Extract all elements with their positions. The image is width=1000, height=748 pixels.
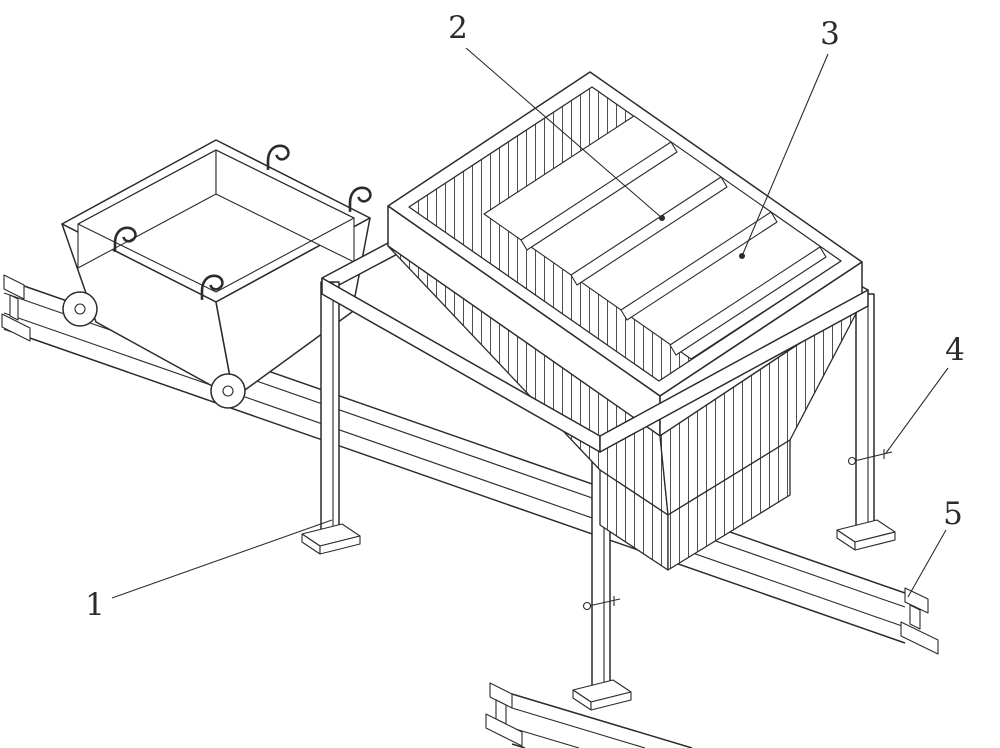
rail-far-left-cut-face (1, 274, 31, 342)
frame-leg-right (836, 293, 896, 551)
screen-bar-4 (669, 246, 827, 356)
rail-near-flange-bottom-line (511, 743, 526, 748)
callout-5: 5 (907, 496, 963, 598)
callout-4-label: 4 (945, 332, 965, 368)
anchor-bolts (582, 449, 893, 611)
screen-bars (520, 141, 827, 356)
cart-wheel-front (210, 373, 246, 409)
screen-bar-1 (520, 141, 678, 251)
rail-near-head-bottom-line (511, 707, 646, 748)
callout-4-leader (885, 367, 949, 454)
cart-rim-inner (77, 149, 355, 293)
callout-4: 4 (885, 332, 965, 454)
callout-3-label: 3 (820, 16, 840, 52)
rail-far-right-cut-face (900, 587, 939, 655)
callout-2: 2 (448, 10, 665, 221)
callout-5-leader (907, 529, 947, 598)
rail-near (485, 682, 693, 748)
rail-near-cut-face (485, 682, 523, 747)
frame-leg-left-baseplate (301, 523, 361, 555)
callout-1-leader (111, 519, 333, 599)
callout-5-label: 5 (943, 496, 963, 532)
screen-bar-3 (620, 211, 778, 321)
anchor-bolt-front-leg (582, 596, 621, 611)
cart-hook-icon (266, 144, 290, 172)
mine-cart (61, 139, 372, 409)
hopper (387, 71, 863, 571)
screen-bar-2 (570, 176, 728, 286)
frame-front-beams (321, 277, 869, 453)
cart-wall-front-right (215, 217, 371, 399)
callout-2-dot (659, 215, 665, 221)
rail-far-flange-top-line (3, 312, 906, 628)
rail-near-flange-top-line (511, 727, 580, 748)
frame-leg-left (301, 281, 361, 555)
frame-leg-right-baseplate (836, 519, 896, 551)
cart-hook-icon (348, 186, 372, 214)
callout-2-label: 2 (448, 10, 468, 46)
callout-1: 1 (85, 519, 333, 623)
rail-near-head-top-line (511, 693, 693, 748)
callout-3: 3 (739, 16, 840, 259)
callout-1-label: 1 (85, 587, 105, 623)
anchor-bolt-right-leg (847, 449, 893, 466)
frame-leg-front-baseplate (572, 679, 632, 711)
rail-far-flange-bottom-line (3, 328, 906, 644)
callout-3-leader (741, 53, 829, 257)
hopper-chute-right-face (667, 439, 791, 571)
callouts: 1 2 3 4 5 (85, 10, 965, 623)
callout-2-leader (465, 47, 663, 219)
callout-3-dot (739, 253, 745, 259)
cart-wheel-rear (62, 291, 98, 327)
frame-beam-front-right (599, 289, 869, 453)
